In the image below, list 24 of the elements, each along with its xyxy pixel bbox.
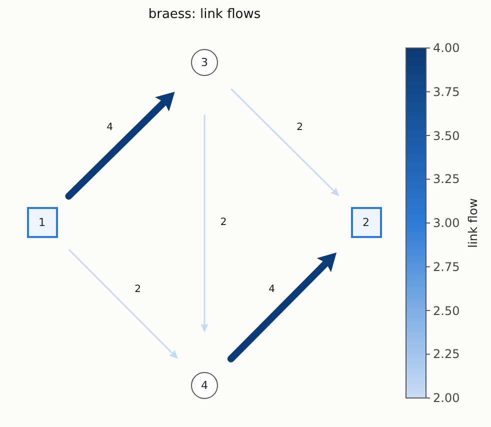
tick-label: 3.25: [433, 173, 460, 186]
node-label: 1: [38, 217, 46, 228]
tick-label: 2.50: [433, 304, 460, 316]
node-box: [350, 207, 382, 238]
tick-label: 4.00: [433, 42, 460, 54]
tick-label: 2.75: [433, 260, 460, 273]
node-label: 3: [201, 57, 208, 68]
node-box: [26, 207, 58, 238]
arrow: [65, 92, 175, 200]
tick-label: 3.00: [433, 217, 460, 229]
node-label: 4: [201, 380, 208, 391]
tick-label: 3.75: [433, 86, 460, 98]
node-circle: [191, 49, 218, 76]
colorbar-label: link flow: [467, 198, 479, 248]
arrow: [68, 248, 178, 359]
chart-title: braess: link flows: [148, 8, 261, 21]
node-circle: [191, 372, 218, 399]
arrow: [227, 252, 337, 362]
node-label: 2: [362, 217, 370, 228]
arrow: [200, 114, 208, 332]
arrow: [230, 88, 340, 196]
tick-label: 2.00: [433, 392, 460, 404]
tick-label: 2.25: [433, 348, 460, 360]
tick-label: 3.50: [433, 130, 460, 142]
